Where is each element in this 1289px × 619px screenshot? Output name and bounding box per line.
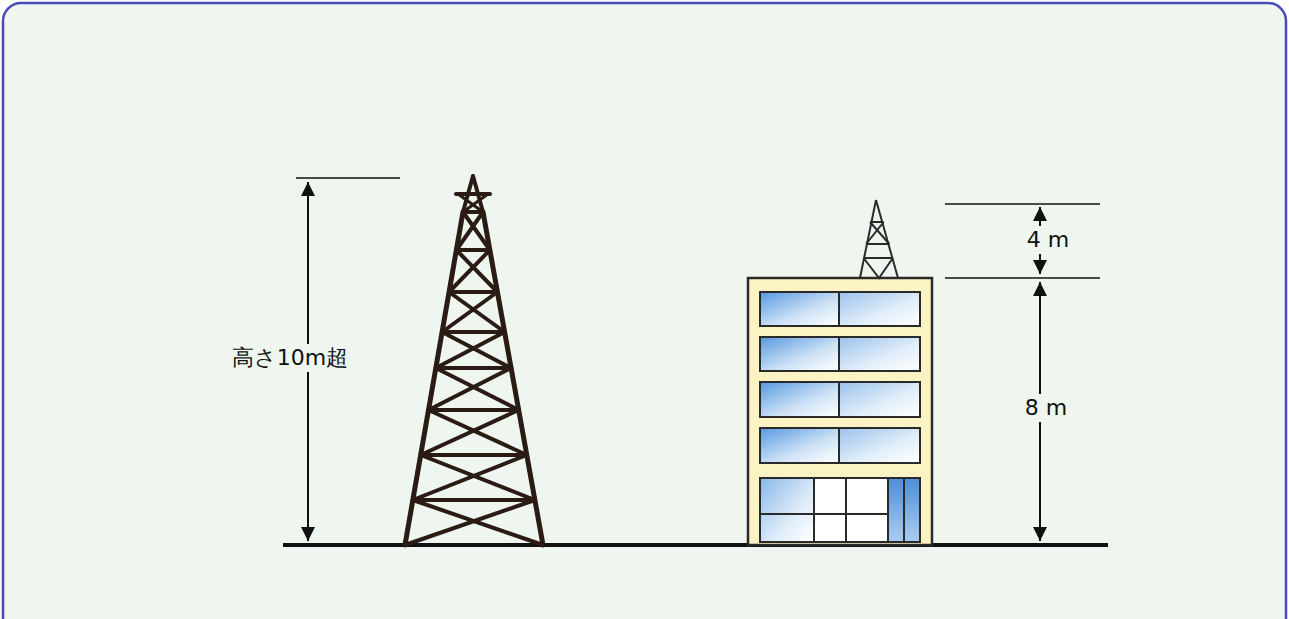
dimension-lines: [296, 178, 1100, 541]
lattice-tower: [405, 176, 543, 545]
dimension-label: 高さ10m超: [229, 344, 351, 372]
building: [748, 278, 932, 545]
dimension-label: 4 m: [1024, 226, 1072, 254]
roof-antenna: [860, 200, 898, 278]
dimension-label: 8 m: [1022, 394, 1070, 422]
frame: [3, 3, 1286, 619]
